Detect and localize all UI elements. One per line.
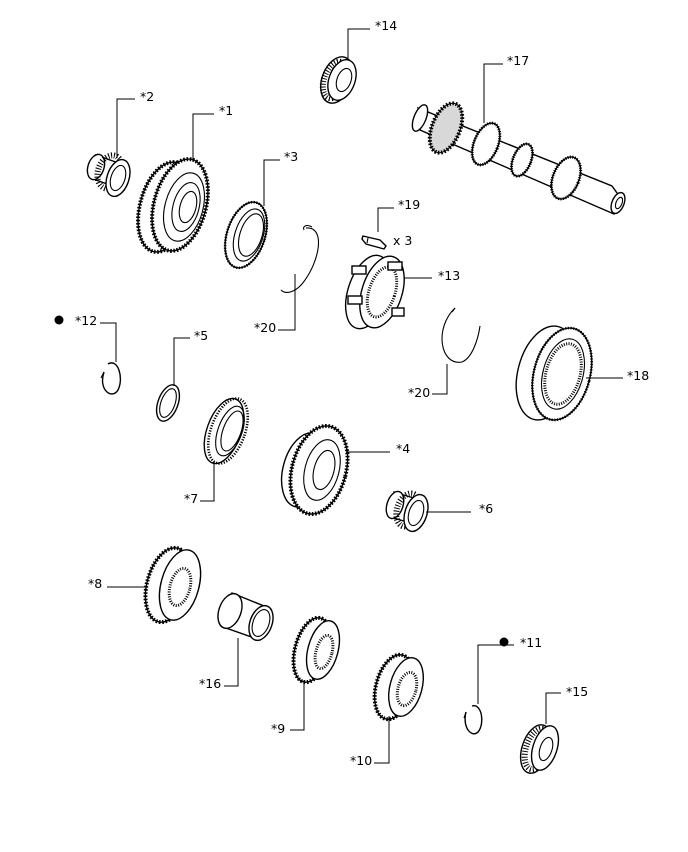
part-13-synchronizer-hub (344, 254, 405, 330)
part-9-gear (291, 615, 341, 685)
label-part-9: *9 (271, 721, 285, 736)
part-1-gear (136, 157, 210, 254)
part-6-needle-bearing (385, 490, 429, 533)
label-part-18: *18 (627, 368, 649, 383)
label-part-1: *1 (219, 103, 233, 118)
part-18-hub-sleeve (515, 325, 593, 422)
quantity-note: x 3 (393, 233, 412, 248)
label-part-13: *13 (438, 268, 460, 283)
label-part-16: *16 (199, 676, 221, 691)
part-4-gear (280, 423, 350, 517)
part-17-output-shaft (411, 101, 626, 215)
part-11-dot-marker (499, 637, 509, 647)
label-part-20-upper: *20 (254, 320, 276, 335)
label-part-11: *11 (520, 635, 542, 650)
label-part-8: *8 (88, 576, 102, 591)
label-part-10: *10 (350, 753, 372, 768)
part-11-snap-ring (463, 705, 483, 735)
part-14-tapered-bearing (319, 56, 357, 104)
label-part-2: *2 (140, 89, 154, 104)
part-20-upper-spring (280, 225, 319, 293)
part-12-snap-ring (100, 362, 122, 395)
label-part-5: *5 (194, 328, 208, 343)
part-19-shifting-key (361, 235, 387, 250)
part-2-needle-bearing (86, 152, 131, 198)
part-10-gear (372, 652, 424, 722)
part-16-collar (217, 592, 274, 642)
part-7-synchronizer-ring (203, 397, 250, 465)
part-3-synchronizer-ring (223, 200, 269, 270)
part-5-ring (155, 384, 181, 422)
label-part-14: *14 (375, 18, 397, 33)
label-part-7: *7 (184, 491, 198, 506)
label-part-4: *4 (396, 441, 410, 456)
label-part-15: *15 (566, 684, 588, 699)
part-20-lower-spring (441, 307, 481, 363)
label-part-19: *19 (398, 197, 420, 212)
label-part-3: *3 (284, 149, 298, 164)
part-12-dot-marker (54, 315, 64, 325)
leader-lines (100, 28, 623, 764)
label-part-6: *6 (479, 501, 493, 516)
part-8-gear (143, 545, 202, 625)
part-15-tapered-bearing (519, 724, 560, 774)
label-part-12: *12 (75, 313, 97, 328)
label-part-17: *17 (507, 53, 529, 68)
label-part-20-lower: *20 (408, 385, 430, 400)
